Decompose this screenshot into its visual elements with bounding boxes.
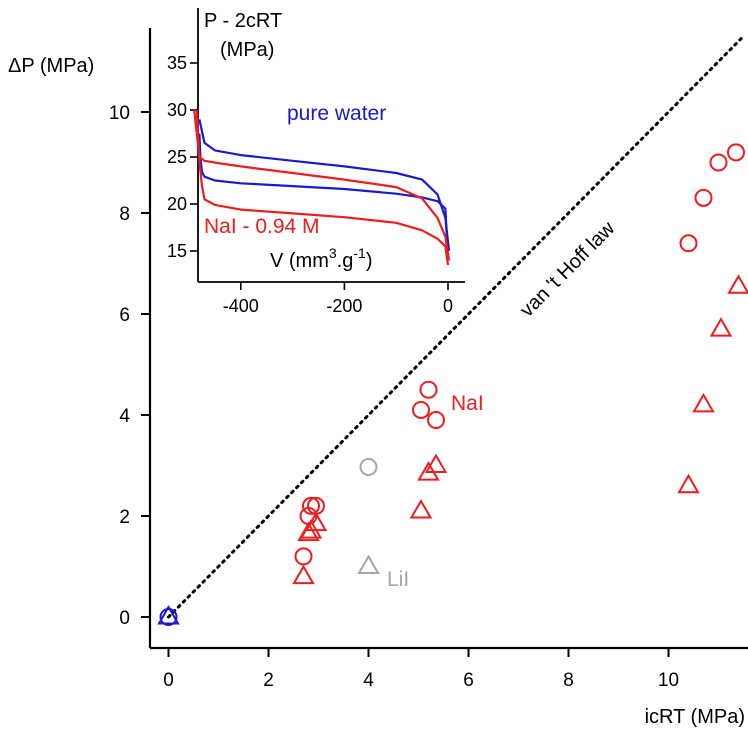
nai-triangle-point-4 bbox=[409, 498, 433, 519]
y-tick-label-3: 6 bbox=[119, 305, 130, 326]
inset-x-title-end: ) bbox=[366, 250, 373, 272]
x-tick-label-5: 10 bbox=[658, 670, 679, 691]
nai-circle-point-8 bbox=[694, 188, 713, 207]
inset-x-title-main: V (mm bbox=[270, 250, 329, 272]
vant-hoff-line bbox=[167, 34, 745, 619]
nai-circle-point-7 bbox=[679, 234, 698, 253]
nai-triangle-point-6 bbox=[424, 453, 448, 473]
inset-curve-3 bbox=[195, 109, 450, 266]
inset-x-title-sup1: 3 bbox=[329, 245, 337, 261]
nai-triangle-point-9 bbox=[709, 317, 733, 337]
inset-tick-labels: -400 -200 0 15 20 25 30 35 bbox=[167, 53, 453, 316]
pure-water-label: pure water bbox=[287, 102, 386, 125]
nai-circle-point-6 bbox=[427, 411, 445, 430]
nai-circle-point-4 bbox=[412, 400, 430, 419]
inset-curves bbox=[193, 109, 451, 266]
nai-circle-point-5 bbox=[419, 380, 438, 399]
x-tick-label-2: 4 bbox=[363, 670, 374, 691]
nai-triangle-point-7 bbox=[677, 473, 700, 494]
nai-triangle-point-10 bbox=[727, 274, 748, 294]
nai-triangle-point-8 bbox=[692, 392, 715, 413]
y-tick-label-2: 4 bbox=[119, 406, 130, 427]
inset-curve-1 bbox=[198, 133, 450, 261]
inset-curve-2 bbox=[193, 109, 451, 261]
y-tick-label-4: 8 bbox=[119, 204, 130, 225]
inset-x-tick-label-1: -200 bbox=[326, 296, 362, 316]
x-tick-label-0: 0 bbox=[163, 670, 174, 691]
inset-y-tick-label-2: 25 bbox=[167, 147, 187, 167]
inset-x-tick-label-0: -400 bbox=[223, 296, 259, 316]
inset-x-title: V (mm3.g-1) bbox=[270, 245, 373, 272]
inset-y-tick-label-0: 15 bbox=[167, 241, 187, 261]
nai-circle-point-2 bbox=[302, 496, 320, 515]
origin-triangle-point-0 bbox=[157, 604, 180, 625]
nai-inset-label: NaI - 0.94 M bbox=[204, 215, 320, 238]
inset-x-tick-label-2: 0 bbox=[443, 296, 453, 316]
y-tick-label-5: 10 bbox=[109, 103, 130, 124]
inset-y-title-line2: (MPa) bbox=[220, 39, 274, 61]
nai-triangle-point-3 bbox=[304, 511, 328, 532]
nai-circle-point-0 bbox=[294, 547, 313, 566]
inset-y-tick-label-1: 20 bbox=[167, 194, 187, 214]
x-tick-label-1: 2 bbox=[263, 670, 274, 691]
inset-y-tick-label-3: 30 bbox=[167, 100, 187, 120]
inset-x-title-mid: .g bbox=[337, 250, 354, 272]
inset-ticks bbox=[190, 62, 449, 290]
lii-circle-point-0 bbox=[359, 458, 378, 477]
nai-circle-point-9 bbox=[709, 153, 728, 172]
vant-hoff-label: van 't Hoff law bbox=[516, 217, 620, 321]
inset-x-title-sup2: -1 bbox=[353, 245, 366, 261]
main-tick-labels: 0 2 4 6 8 10 0 2 4 6 8 10 bbox=[109, 103, 679, 691]
y-tick-label-1: 2 bbox=[119, 507, 130, 528]
nai-circle-point-10 bbox=[727, 143, 745, 162]
inset-y-tick-label-4: 35 bbox=[167, 53, 187, 73]
main-y-axis-title: ΔP (MPa) bbox=[8, 55, 94, 77]
x-tick-label-3: 6 bbox=[463, 670, 474, 691]
nai-triangle-point-0 bbox=[292, 564, 315, 585]
main-x-axis-title: icRT (MPa) bbox=[645, 706, 745, 728]
inset-background bbox=[198, 6, 466, 284]
lii-triangle-point-0 bbox=[357, 554, 380, 574]
main-ticks bbox=[141, 111, 670, 657]
inset-y-title-line1: P - 2cRT bbox=[204, 10, 282, 32]
y-tick-label-0: 0 bbox=[119, 608, 130, 629]
x-tick-label-4: 8 bbox=[563, 670, 574, 691]
main-points bbox=[157, 143, 748, 626]
nai-label: NaI bbox=[451, 392, 484, 415]
lii-label: LiI bbox=[387, 568, 409, 591]
